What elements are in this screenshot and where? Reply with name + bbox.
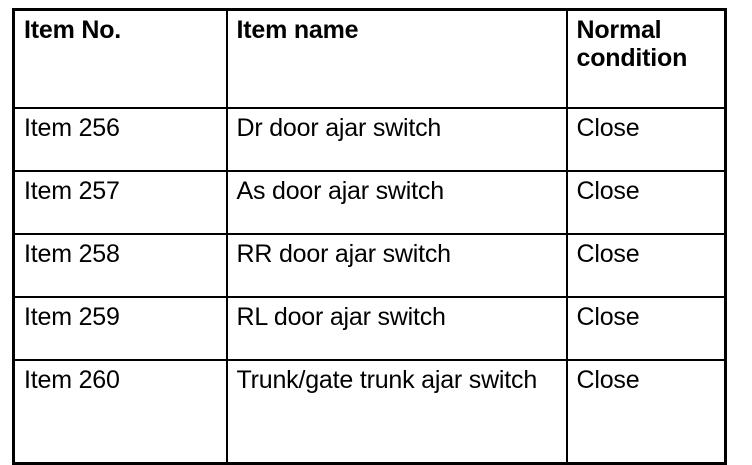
- cell-normal-condition-text: Close: [576, 114, 640, 142]
- column-header-item-no: Item No.: [12, 8, 228, 109]
- cell-item-no-text: Item 257: [24, 177, 120, 205]
- cell-normal-condition-text: Close: [576, 303, 640, 331]
- cell-normal-condition-text: Close: [576, 177, 640, 205]
- cell-item-no: Item 260: [12, 359, 228, 465]
- cell-item-name: Dr door ajar switch: [225, 107, 568, 172]
- cell-normal-condition: Close: [565, 170, 727, 235]
- cell-item-name: RL door ajar switch: [225, 296, 568, 361]
- cell-item-name-text: RR door ajar switch: [236, 240, 452, 268]
- cell-item-name-text: Dr door ajar switch: [236, 114, 442, 142]
- cell-item-name-text: As door ajar switch: [236, 177, 445, 205]
- cell-item-no-text: Item 258: [24, 240, 120, 268]
- table-row: Item 257 As door ajar switch Close: [12, 170, 727, 235]
- cell-item-no-text: Item 260: [24, 366, 120, 394]
- cell-normal-condition: Close: [565, 107, 727, 172]
- cell-item-name-text: Trunk/gate trunk ajar switch: [236, 366, 538, 394]
- spec-table-container: Item No. Item name Normal condition Item…: [12, 8, 727, 465]
- cell-normal-condition: Close: [565, 233, 727, 298]
- cell-item-no: Item 258: [12, 233, 228, 298]
- column-header-normal-condition-label: Normal condition: [576, 16, 688, 72]
- table-row: Item 260 Trunk/gate trunk ajar switch Cl…: [12, 359, 727, 465]
- table-header-row: Item No. Item name Normal condition: [12, 8, 727, 109]
- item-specification-table: Item No. Item name Normal condition Item…: [12, 8, 727, 465]
- table-row: Item 259 RL door ajar switch Close: [12, 296, 727, 361]
- cell-normal-condition-text: Close: [576, 240, 640, 268]
- table-header: Item No. Item name Normal condition: [12, 8, 727, 109]
- table-row: Item 256 Dr door ajar switch Close: [12, 107, 727, 172]
- cell-item-name: As door ajar switch: [225, 170, 568, 235]
- column-header-normal-condition: Normal condition: [565, 8, 727, 109]
- cell-item-no-text: Item 259: [24, 303, 120, 331]
- cell-item-no: Item 256: [12, 107, 228, 172]
- cell-item-name: RR door ajar switch: [225, 233, 568, 298]
- column-header-item-name-label: Item name: [236, 16, 359, 44]
- cell-item-name: Trunk/gate trunk ajar switch: [225, 359, 568, 465]
- cell-item-name-text: RL door ajar switch: [236, 303, 446, 331]
- page-root: Item No. Item name Normal condition Item…: [12, 8, 727, 465]
- cell-normal-condition: Close: [565, 296, 727, 361]
- cell-normal-condition-text: Close: [576, 366, 640, 394]
- cell-item-no: Item 257: [12, 170, 228, 235]
- column-header-item-no-label: Item No.: [24, 16, 122, 44]
- column-header-item-name: Item name: [225, 8, 568, 109]
- cell-item-no: Item 259: [12, 296, 228, 361]
- table-body: Item 256 Dr door ajar switch Close Item …: [12, 107, 727, 465]
- cell-item-no-text: Item 256: [24, 114, 120, 142]
- cell-normal-condition: Close: [565, 359, 727, 465]
- table-row: Item 258 RR door ajar switch Close: [12, 233, 727, 298]
